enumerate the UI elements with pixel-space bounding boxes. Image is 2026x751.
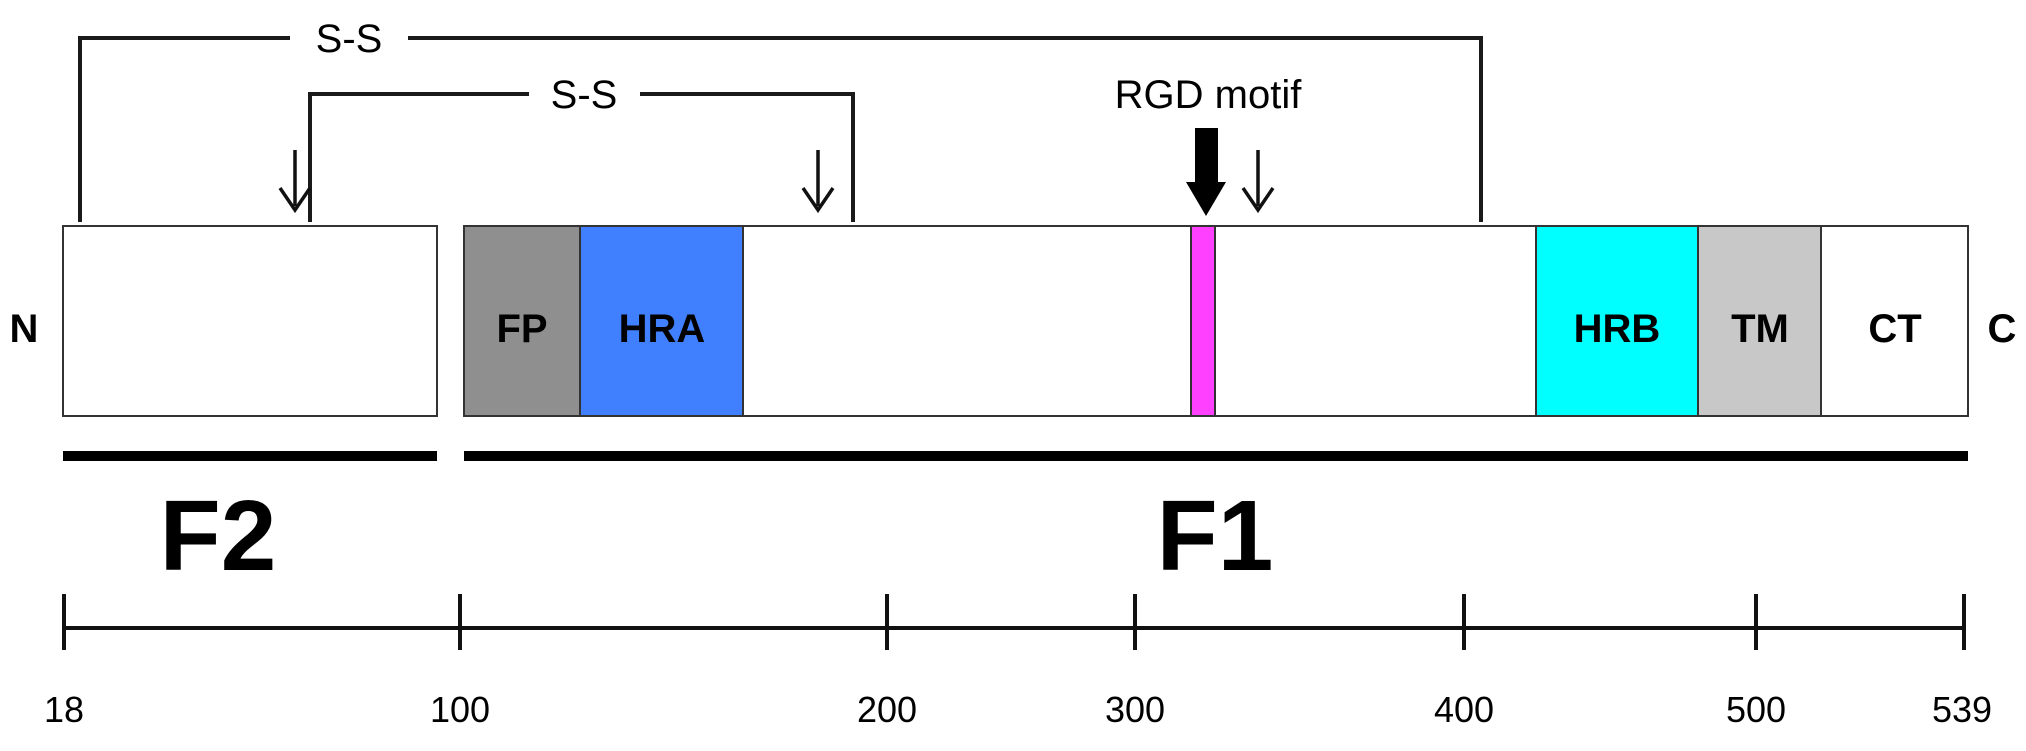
scale-tick-label: 18 <box>44 689 84 730</box>
scale-ticks <box>62 594 1966 650</box>
site-arrow-2 <box>801 150 835 214</box>
tm-domain-label: TM <box>1731 307 1789 351</box>
site-arrow-3 <box>1241 150 1275 214</box>
scale-tick-label: 100 <box>430 689 490 730</box>
f2-fragment-bar <box>63 451 437 461</box>
rgd-motif-label: RGD motif <box>1115 73 1303 117</box>
tm-domain <box>1699 227 1821 415</box>
hrb-domain-label: HRB <box>1574 307 1661 351</box>
inner-bond-label: S-S <box>551 73 618 117</box>
fp-domain-label: FP <box>496 307 547 351</box>
f1-fragment-bar <box>464 451 1968 461</box>
outer-disulfide-bond: S-S <box>78 17 1483 222</box>
f1-fragment-label: F1 <box>1157 480 1274 592</box>
hra-domain-label: HRA <box>619 307 706 351</box>
scale-tick-label: 500 <box>1726 689 1786 730</box>
scale-tick-label: 400 <box>1434 689 1494 730</box>
scale-tick-label: 300 <box>1105 689 1165 730</box>
f2-fragment-label: F2 <box>160 480 277 592</box>
rgd-motif-arrow <box>1186 128 1226 216</box>
inner-bond-bracket <box>308 92 855 222</box>
ct-domain-label: CT <box>1868 307 1921 351</box>
inner-disulfide-bond: S-S <box>308 73 855 222</box>
scale-tick-label: 539 <box>1932 689 1992 730</box>
c-terminus-label: C <box>1988 307 2017 351</box>
fp-domain <box>465 227 580 415</box>
outer-bond-label: S-S <box>316 17 383 61</box>
site-arrow-1 <box>278 150 312 214</box>
scale-tick-label: 200 <box>857 689 917 730</box>
n-terminus-label: N <box>10 307 39 351</box>
hrb-domain <box>1536 227 1698 415</box>
hra-domain <box>581 227 743 415</box>
f2-region-box <box>62 225 438 417</box>
rgd-motif-band <box>1190 225 1216 417</box>
outer-bond-bracket <box>78 36 1483 222</box>
